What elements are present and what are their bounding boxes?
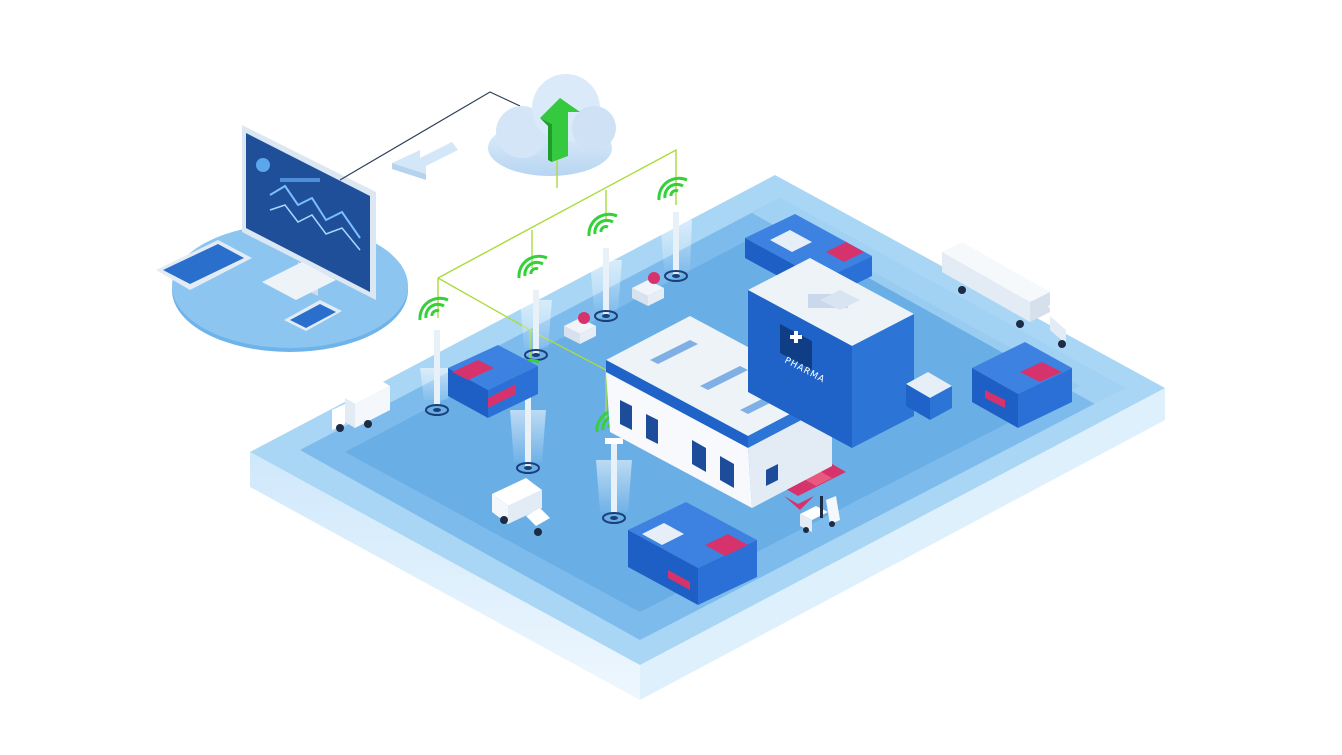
signal-pole [587, 212, 622, 322]
wifi-signal-icon [517, 254, 548, 279]
wifi-signal-icon [657, 176, 688, 201]
container-stack [972, 342, 1072, 428]
semi-truck [942, 242, 1086, 348]
delivery-truck [492, 478, 550, 536]
desktop-monitor [242, 125, 376, 300]
wifi-signal-icon [587, 212, 618, 237]
container-stack [448, 345, 538, 418]
smartphone-device [284, 300, 342, 331]
tablet-device [156, 240, 252, 290]
signal-pole [657, 176, 692, 282]
pharma-building: PHARMA [748, 258, 952, 448]
cloud-upload-icon [488, 74, 616, 176]
pallet [632, 272, 664, 306]
wifi-signal-icon [418, 296, 449, 321]
container-stack [628, 502, 757, 605]
pallet [564, 312, 596, 344]
signal-pole [418, 296, 452, 416]
cloud-connection-line [339, 91, 521, 181]
arrow-left-icon [392, 142, 458, 180]
pharmacy-cross-icon [780, 324, 812, 370]
signal-pole [517, 254, 552, 361]
forklift [800, 496, 840, 533]
dashboard-chart-icon [256, 158, 361, 251]
pallet-group [784, 464, 846, 510]
delivery-truck [332, 380, 390, 432]
